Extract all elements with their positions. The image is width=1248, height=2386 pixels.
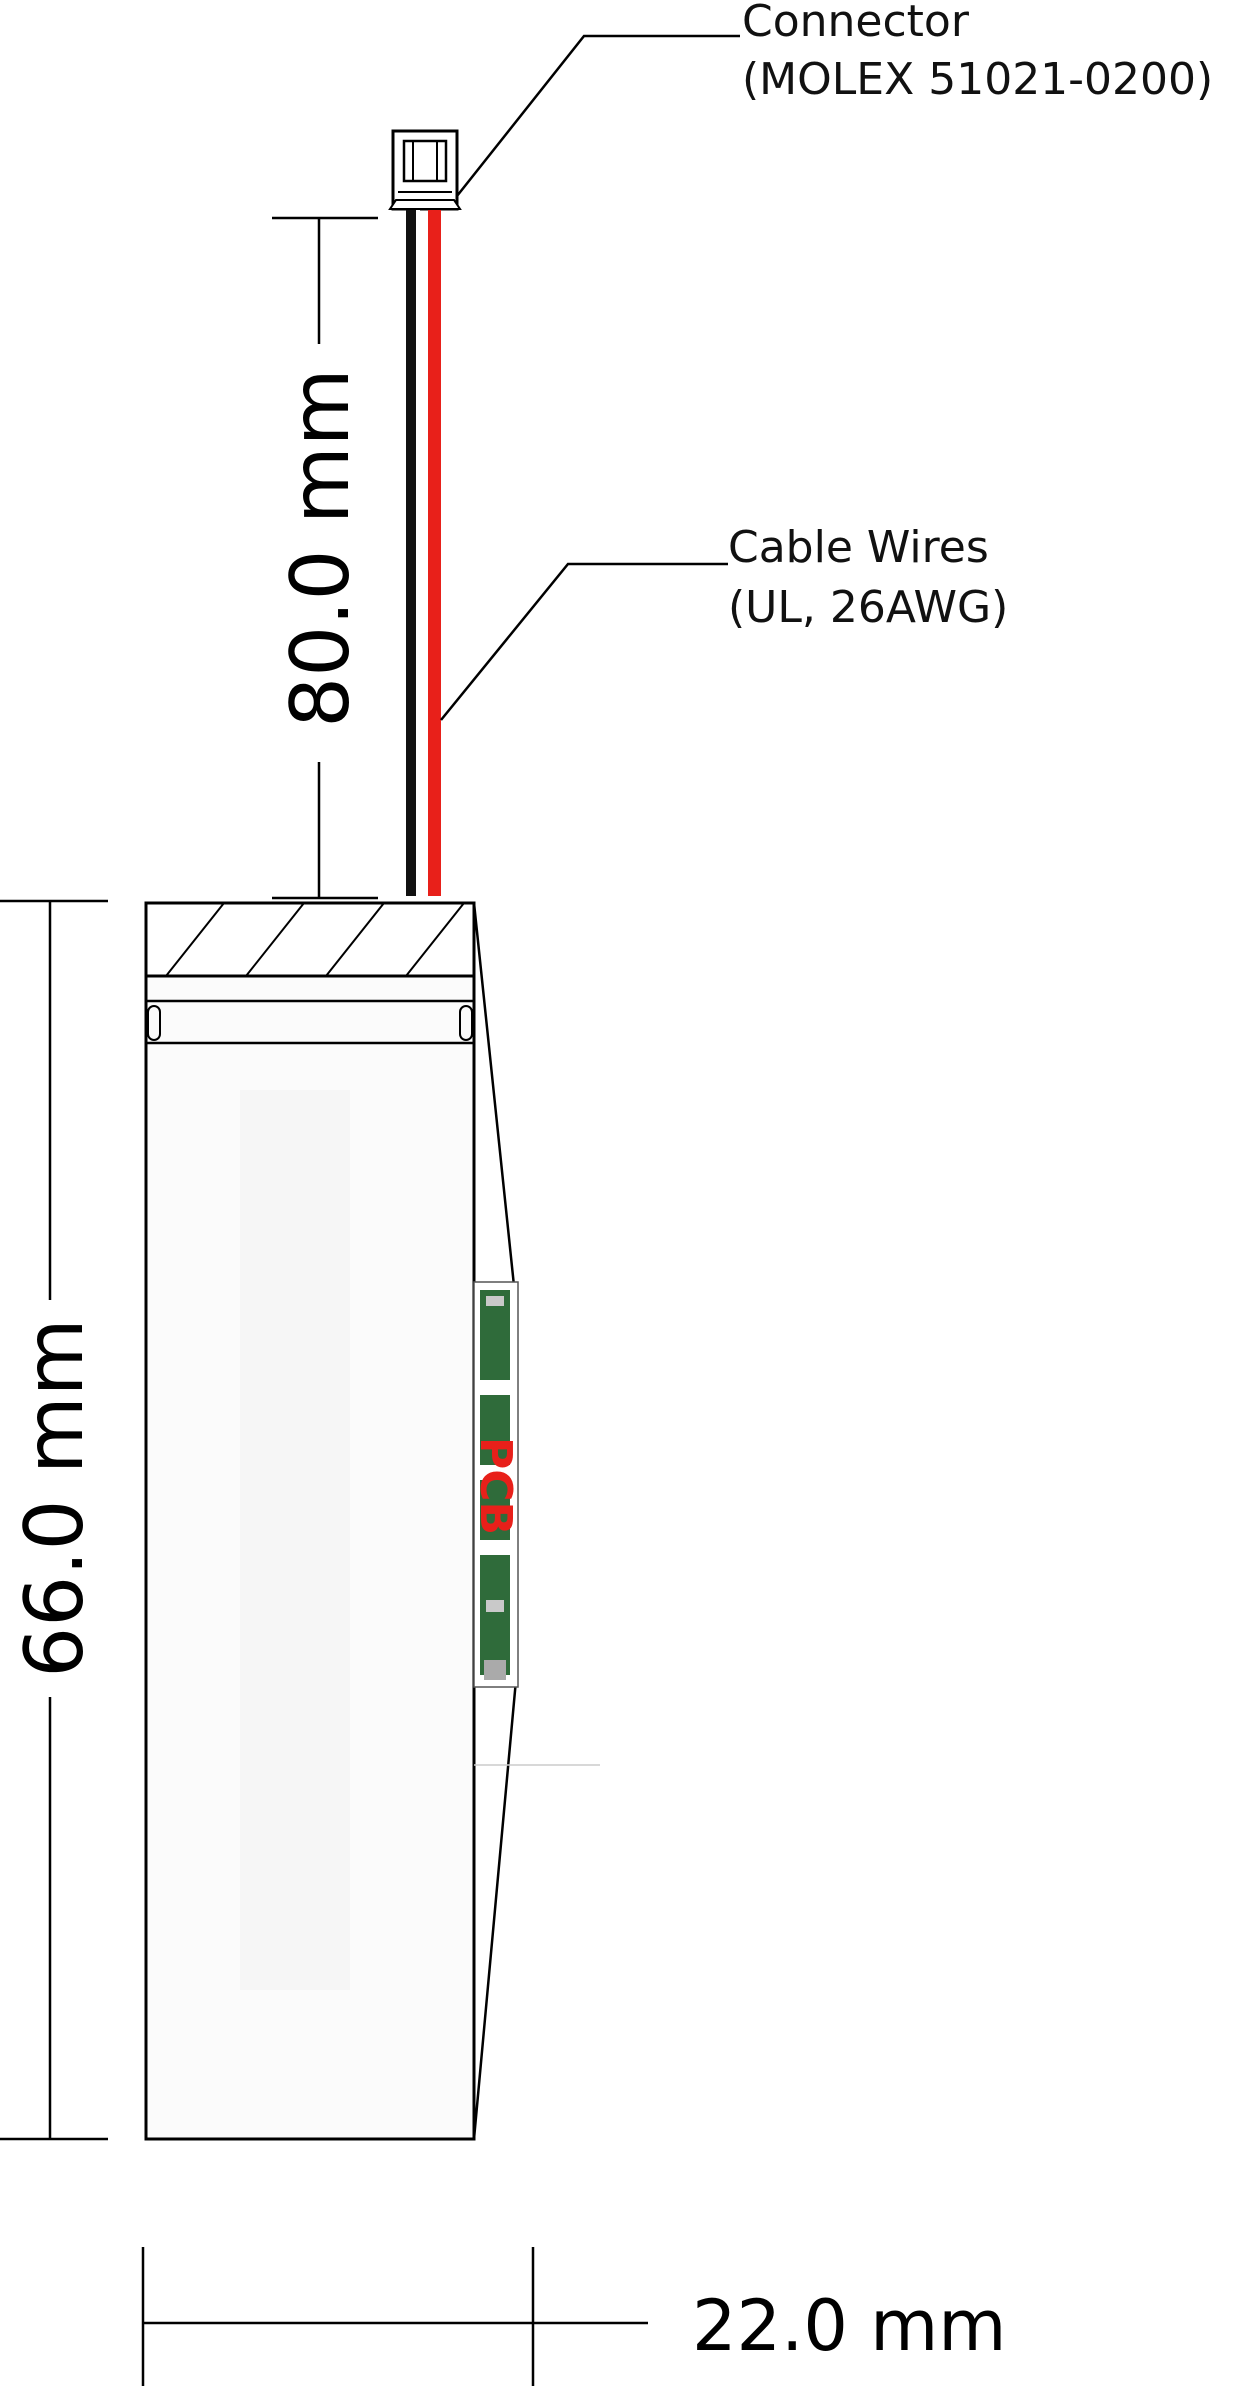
red-wire [428, 210, 441, 896]
cable-label: Cable Wires [728, 522, 989, 573]
black-wire [406, 210, 418, 896]
battery-height-dimension [0, 899, 108, 2141]
cable-leader [440, 562, 728, 721]
battery-width-label: 22.0 mm [692, 2285, 1007, 2367]
battery-body [144, 901, 476, 2141]
connector-leader [456, 34, 740, 197]
pcb-label: PCB [470, 1437, 521, 1535]
battery-height-label: 66.0 mm [8, 1318, 101, 1677]
cable-spec: (UL, 26AWG) [728, 582, 1008, 633]
pcb [473, 1281, 519, 1688]
connector [388, 129, 462, 211]
cable-length-dimension [272, 216, 378, 900]
cable-wires [406, 210, 441, 896]
connector-label: Connector [742, 0, 970, 47]
cable-length-label: 80.0 mm [274, 368, 367, 727]
connector-part-number: (MOLEX 51021-0200) [742, 54, 1213, 105]
battery-width-dimension [141, 2247, 648, 2386]
